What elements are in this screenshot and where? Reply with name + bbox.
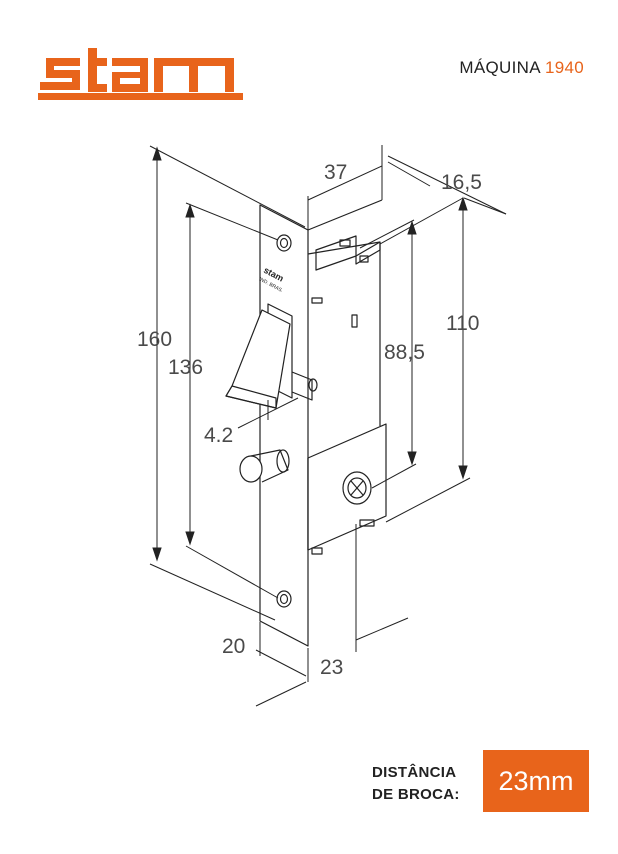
round-bolt [239,455,263,483]
model-number: 1940 [544,58,584,77]
dim-height-total: 160 [137,328,172,351]
dim-backset: 23 [320,656,343,679]
dim-plate-width: 20 [222,635,245,658]
drill-distance-label: DISTÂNCIA DE BROCA: [372,762,460,806]
dim-latch-offset: 4.2 [204,424,233,447]
dim-latch-to-key: 88,5 [384,341,425,364]
dim-body-height: 110 [446,312,479,335]
dim-body-depth: 37 [324,161,347,184]
drill-distance-label-line1: DISTÂNCIA [372,764,457,781]
drill-distance-label-line2: DE BROCA: [372,786,460,803]
top-screw-hole [276,234,292,252]
bottom-screw-hole [276,590,292,608]
model-title-prefix: MÁQUINA [459,58,540,77]
drill-distance-badge: 23mm [483,750,589,812]
model-title: MÁQUINA 1940 [459,58,584,78]
dim-screw-spacing: 136 [168,356,203,379]
stam-logo [38,48,243,100]
dim-back-depth: 16,5 [441,171,482,194]
housing-screw [342,471,372,505]
